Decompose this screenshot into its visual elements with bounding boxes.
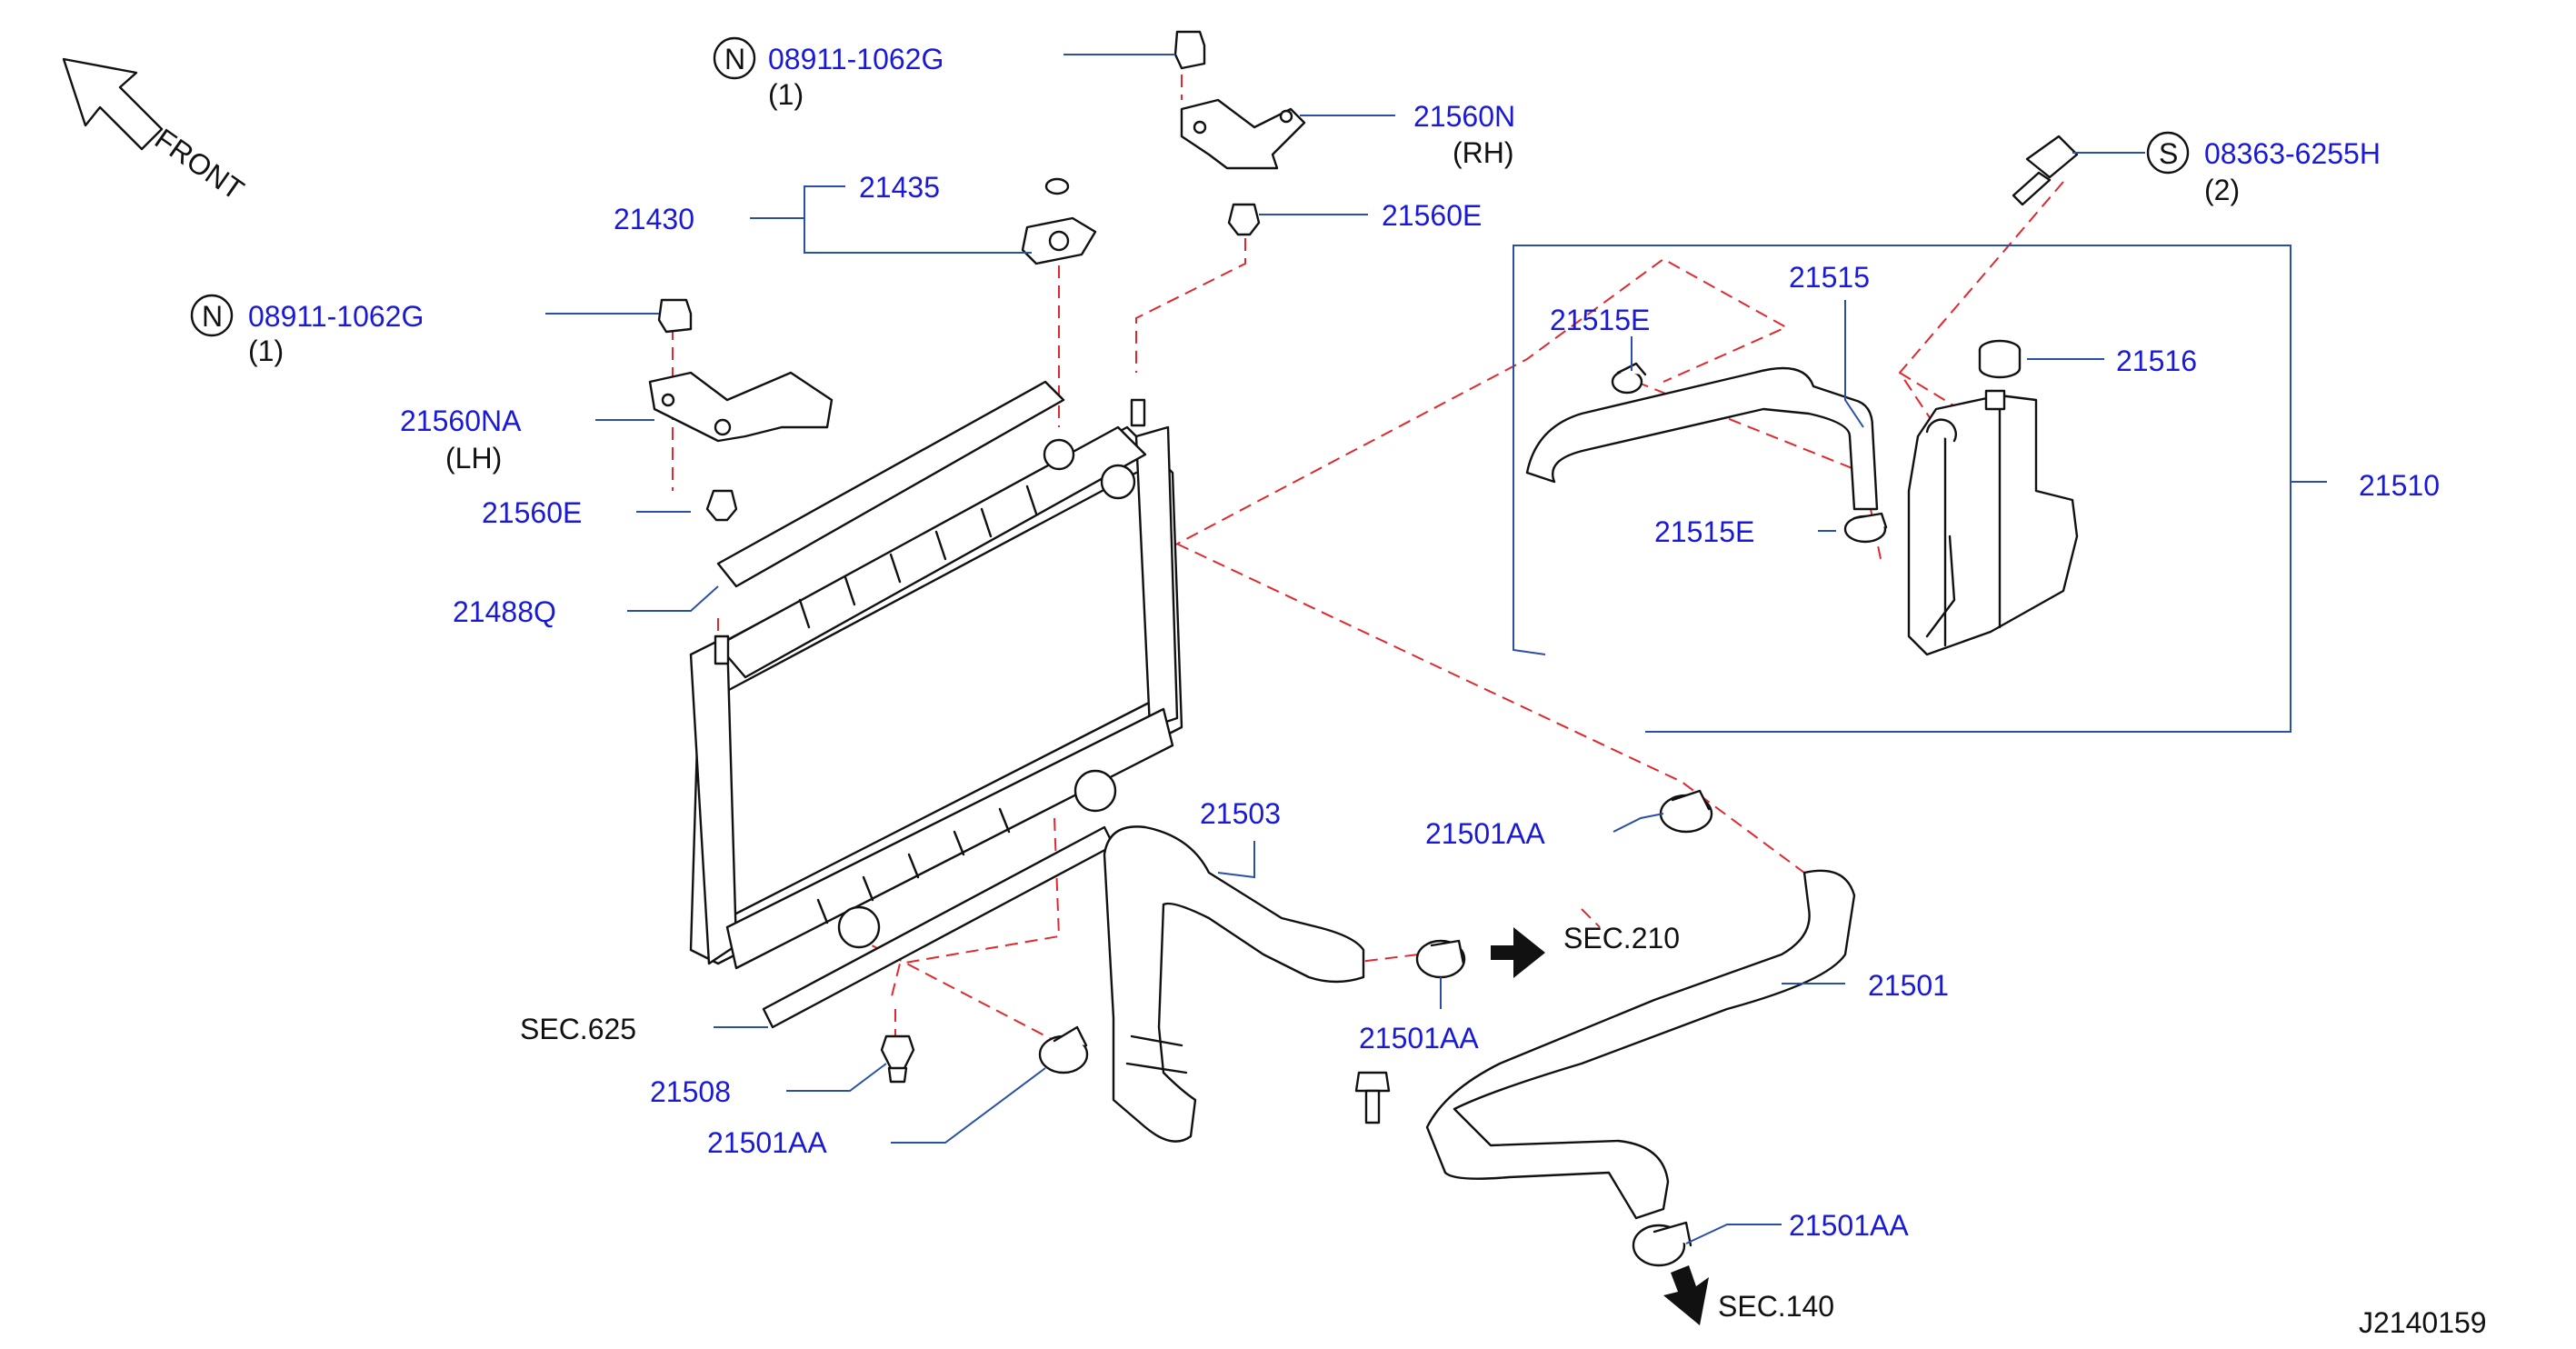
label-21501AA-left: 21501AA <box>707 1126 827 1159</box>
hose-clamp-mid-icon <box>1659 789 1713 834</box>
grommet-top-icon <box>1227 203 1261 236</box>
s-symbol <box>2146 131 2190 175</box>
front-label: FRONT <box>149 122 250 206</box>
label-s-bolt: 08363-6255H <box>2204 137 2381 170</box>
label-21515: 21515 <box>1789 261 1870 294</box>
s-symbol-text: S <box>2159 137 2178 170</box>
label-21430: 21430 <box>614 203 694 235</box>
small-clamp-bottom-icon <box>1843 512 1888 544</box>
label-21560E-left: 21560E <box>482 496 582 529</box>
small-clamp-top-icon <box>1611 362 1647 395</box>
label-21503: 21503 <box>1200 797 1281 830</box>
label-21560N: 21560N <box>1413 100 1515 133</box>
radiator-top-seal <box>716 380 1065 588</box>
radiator-core <box>689 398 1183 970</box>
label-21516: 21516 <box>2116 345 2197 377</box>
label-21501: 21501 <box>1868 969 1949 1002</box>
label-21488Q: 21488Q <box>453 595 556 628</box>
label-n-part-left-qty: (1) <box>248 335 284 367</box>
label-21560N-side: (RH) <box>1453 136 1514 169</box>
reservoir-tank-icon <box>1907 389 2079 656</box>
label-21560NA-side: (LH) <box>445 442 502 475</box>
reservoir-assembly-box <box>1513 245 2291 733</box>
upper-hose-icon <box>1103 825 1365 1143</box>
hose-clamp-bottom-icon <box>1632 1221 1692 1267</box>
leader-lines <box>545 54 2145 1244</box>
label-21515E-top: 21515E <box>1550 304 1650 336</box>
label-n-part-top-qty: (1) <box>768 78 804 111</box>
nut-left-icon <box>657 298 693 334</box>
n-symbol-left <box>190 294 234 337</box>
reservoir-cap-icon <box>1978 339 2022 379</box>
label-21501AA-mid: 21501AA <box>1425 817 1545 850</box>
label-s-bolt-qty: (2) <box>2204 174 2240 206</box>
bolt-icon <box>2012 135 2079 206</box>
label-sec210: SEC.210 <box>1563 922 1680 954</box>
label-21508: 21508 <box>650 1075 731 1108</box>
label-sec140: SEC.140 <box>1718 1290 1834 1323</box>
label-n-part-left: 08911-1062G <box>248 300 424 333</box>
label-21510: 21510 <box>2359 469 2440 502</box>
drain-plug-icon <box>880 1034 915 1084</box>
nut-top-icon <box>1173 30 1206 70</box>
n-symbol-top-text: N <box>724 43 745 75</box>
label-21435: 21435 <box>859 171 940 204</box>
sec210-arrow-icon <box>1491 927 1545 978</box>
grommet-left-icon <box>705 489 738 522</box>
label-21515E-bottom: 21515E <box>1654 515 1754 548</box>
drawing-code: J2140159 <box>2359 1306 2487 1339</box>
label-21501AA-clamp: 21501AA <box>1359 1022 1479 1054</box>
small-bolt-icon <box>1354 1071 1391 1124</box>
lower-hose-icon <box>1425 869 1856 1220</box>
bracket-lh-icon <box>648 371 834 443</box>
sec140-arrow-icon <box>1663 1265 1709 1325</box>
front-arrow-icon <box>62 57 164 151</box>
n-symbol-left-text: N <box>202 300 223 333</box>
label-21501AA-bottom: 21501AA <box>1789 1209 1909 1242</box>
overflow-hose-icon <box>1525 366 1879 511</box>
hose-clamp-right-icon <box>1415 939 1466 979</box>
n-symbol-top <box>713 36 756 80</box>
label-n-part-top: 08911-1062G <box>768 43 944 75</box>
label-21560NA: 21560NA <box>400 405 522 437</box>
label-21560E-top: 21560E <box>1382 199 1482 232</box>
bracket-rh-icon <box>1180 98 1306 170</box>
radiator-cap-icon <box>1021 216 1097 265</box>
hose-clamp-left-icon <box>1038 1025 1089 1074</box>
label-sec625: SEC.625 <box>520 1013 636 1045</box>
oring-icon <box>1044 177 1070 195</box>
